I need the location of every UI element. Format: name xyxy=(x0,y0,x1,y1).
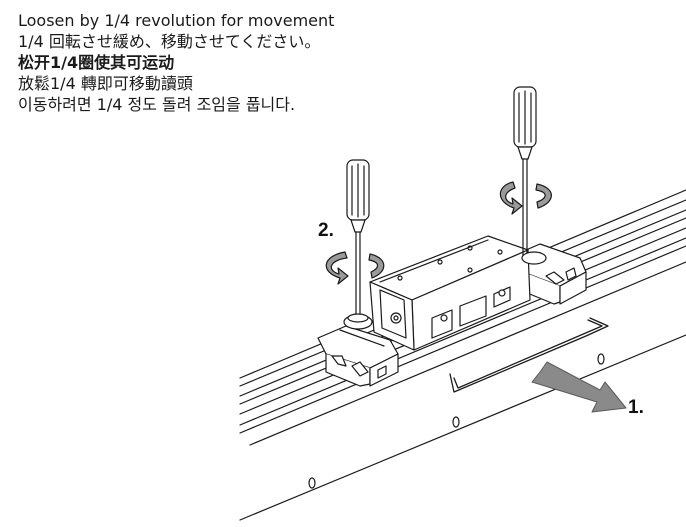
hex-key xyxy=(449,317,609,393)
linear-rail xyxy=(239,189,686,521)
instruction-line-ko: 이동하려면 1/4 정도 돌려 조임을 풉니다. xyxy=(18,95,296,114)
step-2-label: 2. xyxy=(318,220,334,241)
instruction-line-zh-tw: 放鬆1/4 轉即可移動讀頭 xyxy=(18,74,193,93)
instruction-line-ja: 1/4 回転させ緩め、移動させてください。 xyxy=(18,32,321,51)
step-1-label: 1. xyxy=(628,397,644,418)
pull-direction-arrow-icon xyxy=(531,361,627,413)
instruction-text-block: Loosen by 1/4 revolution for movement 1/… xyxy=(18,10,334,115)
rail-mounting-holes xyxy=(308,353,605,489)
right-rotation-arrow-icon xyxy=(499,181,552,215)
reader-head xyxy=(369,235,531,351)
left-screwdriver-icon xyxy=(343,159,373,330)
instruction-line-zh-cn: 松开1/4圈使其可运动 xyxy=(18,53,175,72)
left-rotation-arrow-icon xyxy=(325,251,385,285)
left-clamp xyxy=(317,325,399,387)
instruction-line-en: Loosen by 1/4 revolution for movement xyxy=(18,11,335,30)
right-screwdriver-icon xyxy=(513,86,547,265)
